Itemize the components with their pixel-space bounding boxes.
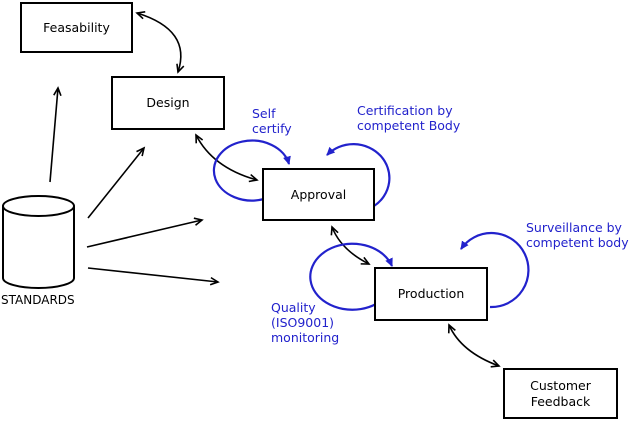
node-design-label: Design	[146, 95, 190, 110]
connector-feasability-design	[135, 10, 185, 74]
node-approval: Approval	[262, 168, 375, 221]
loop-surveillance	[460, 231, 530, 309]
annotation-certification: Certification by competent Body	[357, 103, 461, 133]
annotation-self-certify: Self certify	[252, 106, 292, 136]
connector-production-customer-feedback	[447, 323, 501, 368]
node-customer-feedback-label: Customer Feedback	[530, 377, 591, 409]
arrow-standards-to-approval	[86, 217, 204, 248]
node-feasability-label: Feasability	[43, 19, 110, 35]
connector-approval-production	[330, 225, 371, 265]
node-approval-label: Approval	[290, 186, 347, 202]
standards-cylinder	[2, 195, 75, 289]
arrow-standards-to-feasability	[49, 86, 62, 183]
loop-certification	[326, 143, 391, 207]
node-customer-feedback: Customer Feedback	[503, 368, 618, 419]
connector-design-approval	[195, 133, 259, 183]
loop-quality-monitoring	[309, 242, 394, 311]
node-design: Design	[111, 76, 225, 130]
annotation-quality: Quality (ISO9001) monitoring	[271, 300, 340, 345]
arrow-standards-to-production	[87, 267, 220, 286]
annotation-surveillance: Surveillance by competent body	[526, 220, 629, 250]
node-production-label: Production	[397, 286, 465, 301]
arrow-standards-to-design	[87, 146, 146, 219]
loop-self-certify	[212, 139, 291, 202]
standards-label: STANDARDS	[1, 293, 75, 307]
node-production: Production	[374, 267, 488, 321]
node-feasability: Feasability	[20, 2, 133, 53]
